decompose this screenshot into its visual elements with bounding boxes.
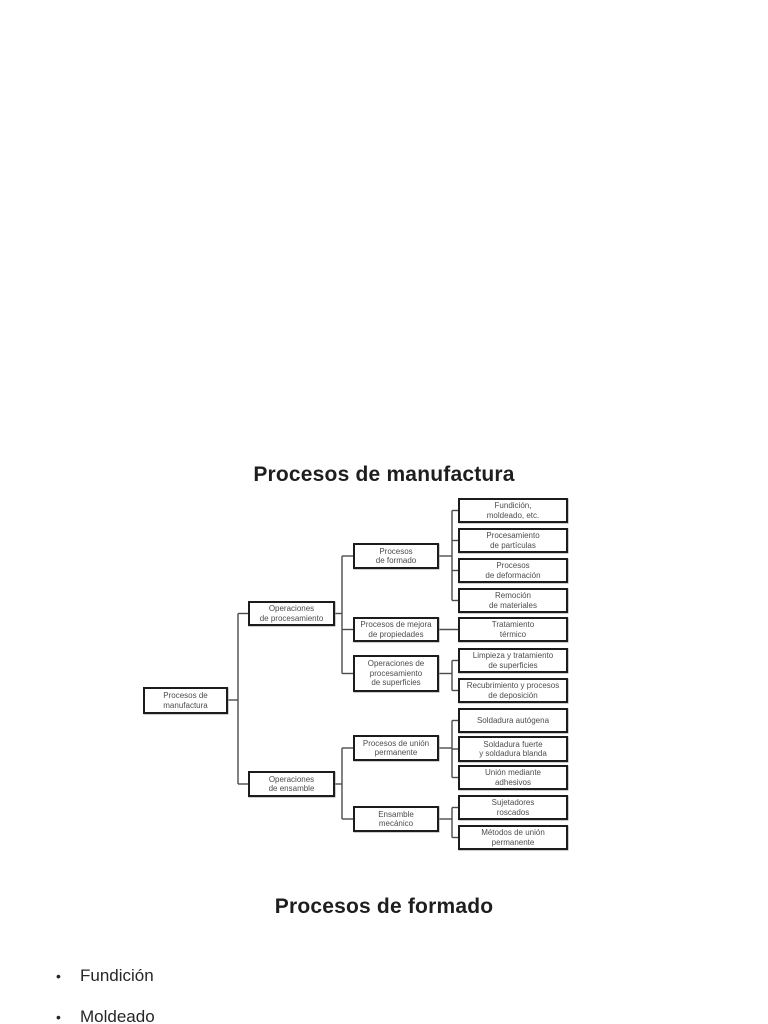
node-tratamiento-termico: Tratamiento térmico: [458, 617, 568, 642]
bullet-text: Moldeado: [80, 1007, 155, 1024]
node-label: Operaciones de procesamiento: [259, 604, 324, 623]
section-title-procesos-de-formado: Procesos de formado: [274, 895, 494, 918]
node-union-mediante-adhesivos: Unión mediante adhesivos: [458, 765, 568, 790]
node-procesos-de-formado: Procesos de formado: [353, 543, 439, 569]
node-label: Fundición, moldeado, etc.: [486, 501, 540, 520]
node-label: Procesos de unión permanente: [362, 738, 430, 758]
node-fundicion-moldeado: Fundición, moldeado, etc.: [458, 498, 568, 523]
node-procesamiento-de-superficies: Operaciones de procesamiento de superfic…: [353, 655, 439, 692]
node-metodos-de-union-permanente: Métodos de unión permanente: [458, 825, 568, 850]
node-label: Procesos de deformación: [485, 561, 541, 580]
node-label: Métodos de unión permanente: [481, 828, 545, 847]
node-label: Procesos de mejora de propiedades: [360, 620, 432, 639]
node-label: Operaciones de procesamiento de superfic…: [367, 659, 425, 688]
node-remocion-de-materiales: Remoción de materiales: [458, 588, 568, 613]
node-sujetadores-roscados: Sujetadores roscados: [458, 795, 568, 820]
node-label: Unión mediante adhesivos: [484, 768, 542, 787]
bullet-text: Fundición: [80, 966, 154, 985]
node-label: Recubrimiento y procesos de deposición: [466, 681, 560, 700]
node-operaciones-de-ensamble: Operaciones de ensamble: [248, 771, 335, 797]
page-title: Procesos de manufactura: [253, 463, 515, 486]
node-label: Soldadura autógena: [476, 715, 550, 725]
bullet-icon: •: [56, 968, 61, 984]
node-operaciones-de-procesamiento: Operaciones de procesamiento: [248, 601, 335, 626]
node-soldadura-fuerte-blanda: Soldadura fuerte y soldadura blanda: [458, 736, 568, 762]
node-label: Sujetadores roscados: [491, 798, 535, 817]
list-item: • Moldeado: [56, 1007, 155, 1024]
node-limpieza-y-tratamiento: Limpieza y tratamiento de superficies: [458, 648, 568, 673]
node-recubrimiento-deposicion: Recubrimiento y procesos de deposición: [458, 678, 568, 703]
node-procesos-de-mejora: Procesos de mejora de propiedades: [353, 617, 439, 642]
node-label: Soldadura fuerte y soldadura blanda: [479, 739, 547, 759]
node-label: Procesamiento de partículas: [486, 531, 540, 550]
list-item: • Fundición: [56, 966, 154, 986]
node-label: Tratamiento térmico: [491, 620, 535, 639]
node-label: Ensamble mecánico: [378, 809, 414, 829]
node-soldadura-autogena: Soldadura autógena: [458, 708, 568, 733]
node-procesamiento-de-particulas: Procesamiento de partículas: [458, 528, 568, 553]
node-label: Procesos de formado: [375, 546, 417, 566]
node-procesos-de-manufactura: Procesos de manufactura: [143, 687, 228, 714]
node-procesos-de-union-permanente: Procesos de unión permanente: [353, 735, 439, 761]
node-ensamble-mecanico: Ensamble mecánico: [353, 806, 439, 832]
node-label: Remoción de materiales: [488, 591, 538, 610]
node-label: Procesos de manufactura: [163, 691, 208, 710]
node-label: Operaciones de ensamble: [268, 774, 315, 794]
node-procesos-de-deformacion: Procesos de deformación: [458, 558, 568, 583]
node-label: Limpieza y tratamiento de superficies: [472, 651, 554, 670]
bullet-icon: •: [56, 1009, 61, 1024]
